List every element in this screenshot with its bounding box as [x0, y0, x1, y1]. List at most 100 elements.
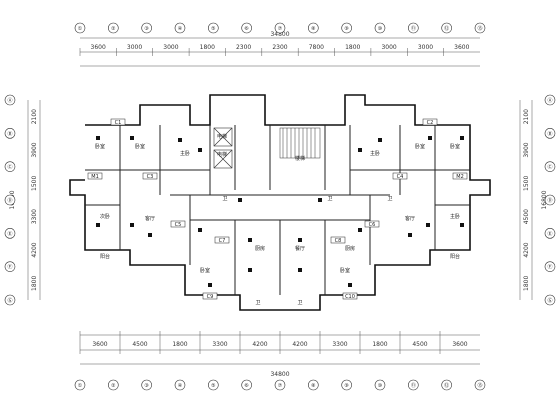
tag-box — [392, 172, 408, 180]
top-segment-label: 2300 — [236, 44, 251, 51]
room-label: 卫 — [327, 196, 332, 202]
grid-bubble — [544, 128, 556, 139]
side-segment-label: 1500 — [523, 176, 530, 191]
room-label: 客厅 — [405, 215, 415, 222]
grid-bubble — [208, 379, 219, 391]
fixture-symbol — [198, 148, 202, 152]
right-total-dim: 16800 — [541, 190, 548, 209]
side-segment-label: 2100 — [523, 109, 530, 124]
tag-label: C1 — [115, 120, 122, 126]
grid-bubble-label: ⑪ — [411, 25, 416, 32]
grid-bubble — [174, 379, 186, 391]
tag-label: C9 — [207, 294, 214, 300]
tag-label: M1 — [91, 174, 99, 180]
room-label: 卫 — [387, 196, 392, 202]
grid-bubble-label: Ⓑ — [7, 130, 12, 137]
top-segment-label: 1800 — [200, 44, 215, 51]
side-segment-label: 1800 — [523, 276, 530, 291]
right-dimension-lines — [519, 100, 533, 300]
stair — [279, 127, 321, 159]
grid-bubble — [74, 379, 86, 391]
overall-dim-top: 34800 — [270, 31, 289, 38]
grid-bubble-label: Ⓓ — [7, 197, 12, 204]
bottom-segment-label: 3600 — [92, 341, 107, 348]
room-label: 主卧 — [370, 150, 380, 157]
bottom-segment-label: 1800 — [172, 341, 187, 348]
grid-bubble — [441, 22, 452, 34]
tag-label: C7 — [219, 238, 226, 244]
fixture-symbol — [298, 268, 302, 272]
grid-bubble-label: ⑤ — [211, 383, 215, 389]
top-segment-label: 3600 — [91, 44, 106, 51]
bottom-segment-label: 4200 — [252, 341, 267, 348]
fixture-symbol — [130, 136, 134, 140]
grid-bubble — [4, 128, 16, 139]
tag-box — [202, 292, 218, 300]
grid-bubble — [441, 379, 452, 391]
fixture-symbol — [318, 198, 322, 202]
bottom-segment-label: 4500 — [132, 341, 147, 348]
side-segment-label: 4500 — [523, 209, 530, 224]
elevators — [213, 127, 233, 169]
grid-bubble — [4, 161, 16, 172]
grid-bubble — [74, 22, 86, 34]
grid-bubble — [274, 379, 286, 391]
grid-bubble-label: ④ — [178, 383, 183, 389]
grid-bubble — [241, 22, 252, 34]
bottom-segment-label: 3600 — [452, 341, 467, 348]
room-label: 卧室 — [340, 267, 350, 274]
grid-bubble-label: ⑨ — [344, 26, 348, 32]
grid-bubble-label: ⑦ — [278, 26, 283, 32]
grid-bubble — [4, 94, 16, 106]
top-segment-label: 3000 — [381, 44, 396, 51]
grid-bubble-label: Ⓒ — [7, 164, 12, 171]
fixture-symbol — [358, 228, 362, 232]
grid-bubble-label: ⑦ — [278, 383, 283, 389]
tag-box — [214, 236, 230, 244]
grid-bubble-label: ⑬ — [477, 382, 482, 389]
room-label: 电梯 — [217, 133, 227, 140]
fixture-symbol — [378, 138, 382, 142]
top-segment-label: 3600 — [454, 44, 469, 51]
grid-bubble-label: Ⓔ — [7, 230, 12, 237]
grid-bubble-label: ① — [78, 383, 83, 389]
grid-bubble — [544, 228, 556, 239]
tag-label: C3 — [147, 174, 154, 180]
grid-bubble-label: Ⓓ — [547, 197, 552, 204]
grid-bubble-label: ⑥ — [244, 383, 249, 389]
room-label: 卫 — [255, 300, 260, 306]
top-segment-label: 3000 — [163, 44, 178, 51]
grid-bubble — [544, 94, 556, 106]
grid-bubble-label: Ⓖ — [7, 297, 12, 304]
fixture-symbol — [130, 223, 134, 227]
bottom-segment-label: 1800 — [372, 341, 387, 348]
room-label: 主卧 — [180, 150, 190, 157]
fixture-symbol — [460, 136, 464, 140]
exterior-walls — [69, 94, 491, 311]
room-label: 楼梯 — [295, 155, 305, 162]
tag-box — [364, 220, 380, 228]
fixture-symbol — [426, 223, 430, 227]
grid-bubble-label: ⑬ — [477, 25, 482, 32]
top-segment-label: 1800 — [345, 44, 360, 51]
room-label: 卧室 — [95, 143, 105, 150]
side-segment-label: 4200 — [523, 242, 530, 257]
bottom-segment-label: 3300 — [212, 341, 227, 348]
fixture-symbol — [96, 136, 100, 140]
grid-bubble-label: ⑫ — [444, 25, 449, 32]
tag-box — [170, 220, 186, 228]
fixture-symbol — [408, 233, 412, 237]
grid-bubble — [544, 261, 556, 272]
grid-bubble-label: ⑧ — [311, 26, 316, 32]
grid-bubble — [4, 261, 16, 272]
grid-bubble-label: ⑥ — [244, 26, 249, 32]
fixture-symbol — [348, 283, 352, 287]
room-label: 电梯 — [217, 151, 227, 158]
tag-label: C8 — [335, 238, 342, 244]
room-label: 厨房 — [345, 245, 355, 252]
grid-bubble-label: ① — [78, 26, 83, 32]
